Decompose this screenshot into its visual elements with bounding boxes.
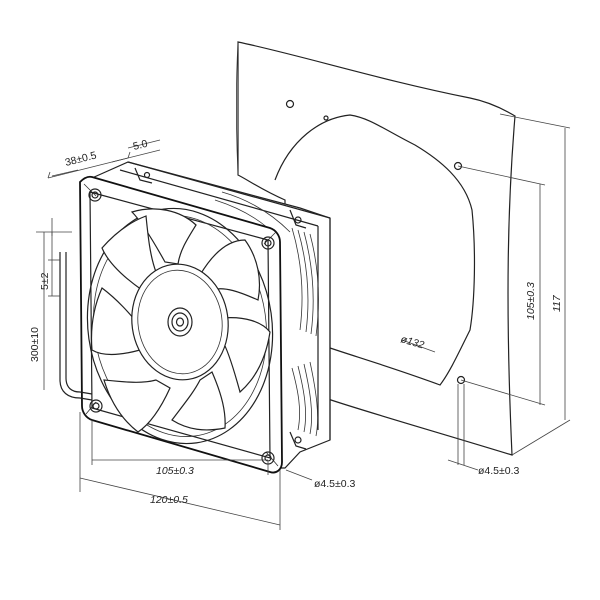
- dimension-lines: [36, 113, 571, 530]
- screw-icon: [294, 436, 302, 444]
- panel-hole-icon: [323, 115, 329, 121]
- dim-frame-size: 120±0.5: [150, 494, 188, 506]
- dim-lead-length: 300±10: [29, 327, 41, 362]
- dim-depth: 38±0.5: [64, 149, 98, 168]
- mounting-hole-icon: [261, 236, 275, 250]
- dim-panel-hole-pitch: 105±0.3: [525, 282, 537, 320]
- dim-hole-pitch: 105±0.3: [156, 465, 194, 477]
- dim-lead-tolerance: 5±2: [39, 272, 51, 290]
- fan-hub: [131, 263, 229, 381]
- dim-hole-diameter-panel: ø4.5±0.3: [478, 465, 520, 477]
- lead-wire: [59, 252, 93, 401]
- panel-hole-icon: [453, 161, 463, 171]
- fan-front-face: [59, 175, 283, 474]
- dim-cutout-diameter: ø132: [399, 333, 425, 351]
- dim-flange: 5.0: [132, 138, 149, 153]
- panel-hole-icon: [285, 99, 295, 109]
- mounting-hole-icon: [88, 188, 102, 202]
- panel-cutout: [274, 114, 476, 386]
- panel-hole-icon: [456, 375, 466, 385]
- dim-panel-size: 117: [551, 294, 563, 312]
- dim-hole-diameter-fan: ø4.5±0.3: [314, 478, 356, 490]
- mounting-hole-icon: [89, 399, 103, 413]
- screw-icon: [294, 216, 302, 224]
- hub-center: [167, 307, 193, 337]
- screw-icon: [143, 171, 151, 179]
